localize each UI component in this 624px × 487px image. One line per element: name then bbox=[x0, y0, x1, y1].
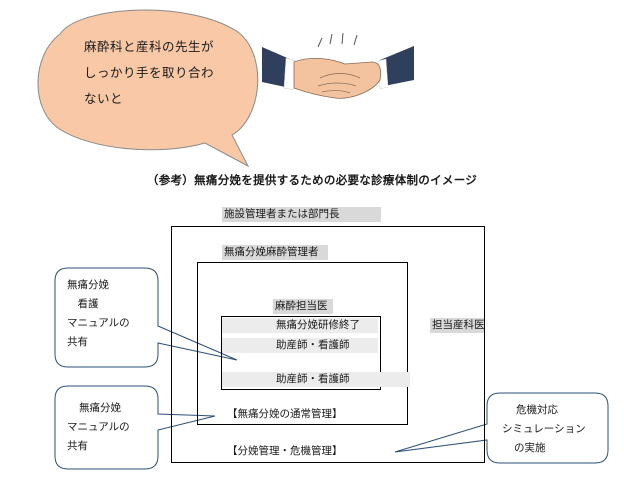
speech-bubble-text: 麻酔科と産科の先生が しっかり手を取り合わ ないと bbox=[84, 34, 234, 112]
callout-2-line-1: 無痛分娩 bbox=[79, 402, 121, 414]
speech-line-1: 麻酔科と産科の先生が bbox=[84, 39, 215, 54]
speech-bubble bbox=[37, 9, 259, 168]
inner-box bbox=[221, 316, 381, 390]
callout-2-line-3: 共有 bbox=[67, 440, 88, 452]
inner-box-label: 麻酔担当医 bbox=[273, 299, 333, 314]
middle-box-label: 無痛分娩麻酔管理者 bbox=[222, 245, 328, 260]
outer-box bbox=[171, 226, 485, 463]
inner-text-training: 無痛分娩研修終了 bbox=[222, 318, 378, 333]
inner-text-midwife-2: 助産師・看護師 bbox=[222, 372, 410, 387]
inner-text-midwife-1: 助産師・看護師 bbox=[222, 338, 378, 353]
callout-2-line-2: マニュアルの bbox=[67, 421, 130, 433]
speech-line-3: ないと bbox=[84, 91, 124, 106]
callout-2-shape bbox=[54, 385, 216, 470]
speech-line-2: しっかり手を取り合わ bbox=[84, 65, 215, 80]
middle-box bbox=[197, 262, 408, 425]
callout-1-text: 無痛分娩 看護 マニュアルの 共有 bbox=[67, 276, 130, 352]
diagram-caption: （参考）無痛分娩を提供するための必要な診療体制のイメージ bbox=[146, 173, 478, 187]
middle-box-footer: 【無痛分娩の通常管理】 bbox=[227, 408, 343, 420]
callout-2-text: 無痛分娩 マニュアルの 共有 bbox=[67, 399, 130, 456]
callout-1-line-4: 共有 bbox=[67, 336, 88, 348]
callout-1-line-1: 無痛分娩 bbox=[67, 279, 109, 291]
outer-box-label: 施設管理者または部門長 bbox=[222, 207, 381, 222]
callout-1-shape bbox=[54, 267, 238, 368]
callout-3-line-2: シミュレーション bbox=[502, 423, 586, 435]
callout-3-text: 危機対応 シミュレーション の実施 bbox=[502, 401, 586, 458]
callout-1-line-3: マニュアルの bbox=[67, 317, 130, 329]
callout-3-shape bbox=[394, 392, 609, 464]
handshake-icon bbox=[262, 32, 414, 99]
callout-3-line-1: 危機対応 bbox=[516, 404, 558, 416]
outer-box-footer: 【分娩管理・危機管理】 bbox=[227, 445, 343, 457]
obstetrician-label: 担当産科医 bbox=[430, 318, 484, 333]
callout-3-line-3: の実施 bbox=[514, 442, 546, 454]
callout-1-line-2: 看護 bbox=[67, 298, 99, 310]
